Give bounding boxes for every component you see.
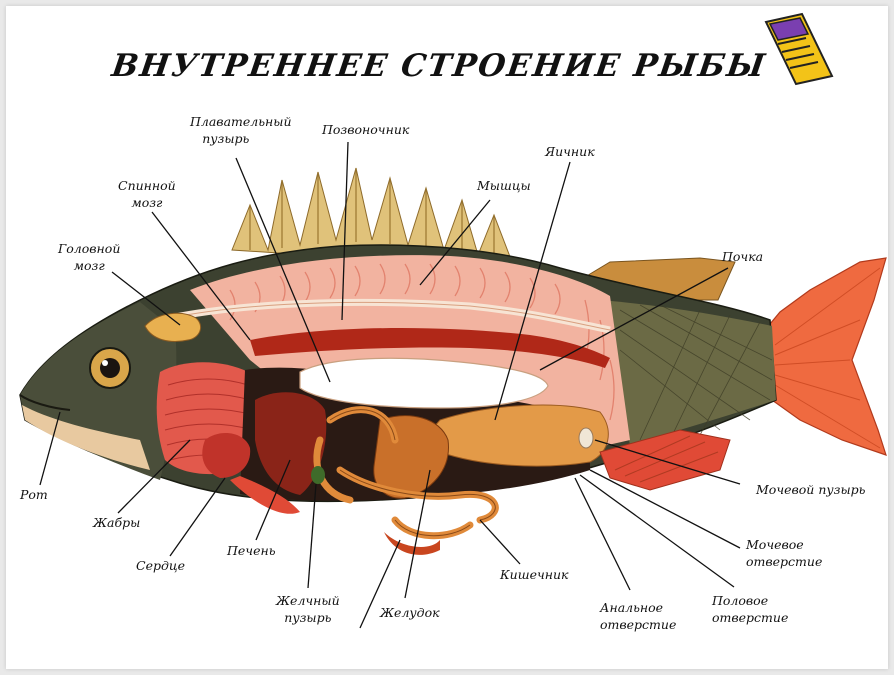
label-swim-bladder: Плавательный пузырь <box>190 113 292 147</box>
label-urinary-bladder: Мочевой пузырь <box>756 481 865 498</box>
label-genital-opening: Половое отверстие <box>712 592 788 626</box>
label-intestine: Кишечник <box>500 566 569 583</box>
label-heart: Сердце <box>136 557 185 574</box>
pencil-notebook-icon <box>766 14 832 84</box>
label-spine: Позвоночник <box>322 121 409 138</box>
label-anal-opening: Анальное отверстие <box>600 599 676 633</box>
label-liver: Печень <box>227 542 276 559</box>
urinary-bladder <box>579 428 593 448</box>
label-brain: Головной мозг <box>58 240 120 274</box>
label-muscles: Мышцы <box>477 177 531 194</box>
label-spinal-cord: Спинной мозг <box>118 177 176 211</box>
label-mouth: Рот <box>20 486 48 503</box>
label-ovary: Яичник <box>545 143 595 160</box>
label-stomach: Желудок <box>380 604 440 621</box>
tail-fin <box>765 258 886 455</box>
label-gills: Жабры <box>93 514 140 531</box>
gall-bladder <box>311 466 325 484</box>
label-kidney: Почка <box>722 248 763 265</box>
label-urinary-opening: Мочевое отверстие <box>746 536 822 570</box>
label-gall-bladder: Желчный пузырь <box>276 592 340 626</box>
